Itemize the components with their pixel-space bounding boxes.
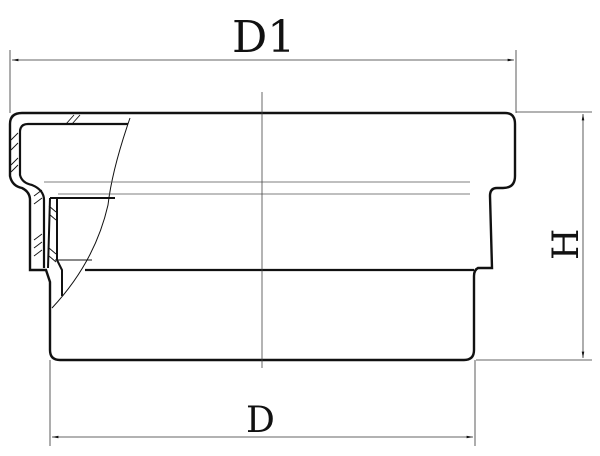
dimension-d: D [49,360,476,446]
body-outline [8,111,517,362]
h-label: H [546,229,587,260]
dimension-d1: D1 [9,12,517,113]
d1-label: D1 [232,12,295,63]
section-hatching [10,114,81,263]
inner-section-wall [18,122,128,268]
section-break-curve [51,117,131,309]
d-label: D [246,400,275,441]
dimension-h: H [476,111,592,361]
